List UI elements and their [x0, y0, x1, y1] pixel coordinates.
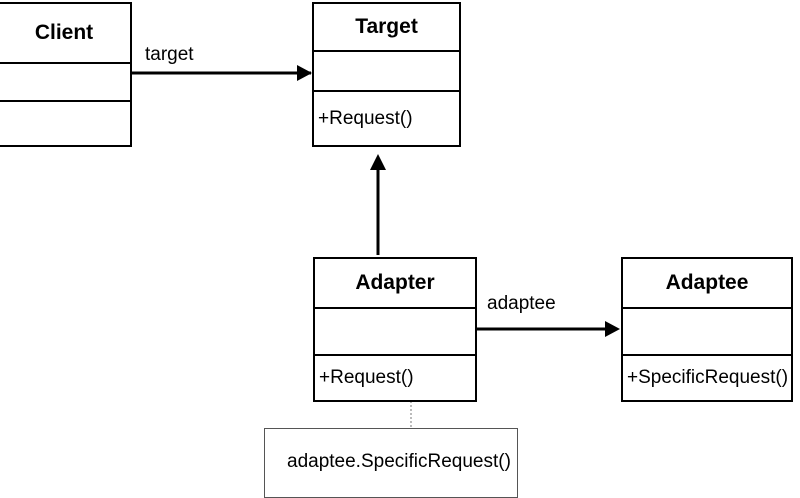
class-name: Target — [355, 15, 418, 38]
operation-request: +Request() — [319, 367, 414, 388]
arrowhead-adapter-target — [370, 154, 386, 170]
association-label-adaptee: adaptee — [487, 293, 556, 314]
operations-compartment: +SpecificRequest() — [623, 354, 791, 400]
attributes-compartment — [623, 307, 791, 354]
class-name: Adapter — [355, 271, 435, 294]
attributes-compartment — [315, 307, 475, 354]
implementation-note[interactable]: adaptee.SpecificRequest() — [264, 428, 518, 498]
arrowhead-adapter-adaptee — [605, 321, 620, 337]
association-label-target: target — [145, 44, 194, 65]
class-name: Adaptee — [665, 271, 749, 294]
class-client[interactable]: Client — [0, 2, 132, 147]
operations-compartment: +Request() — [315, 354, 475, 400]
class-target[interactable]: Target +Request() — [312, 2, 461, 147]
class-name: Client — [34, 21, 94, 44]
operations-compartment — [0, 100, 130, 145]
class-adaptee[interactable]: Adaptee +SpecificRequest() — [621, 257, 793, 402]
operations-compartment: +Request() — [314, 90, 459, 145]
arrowhead-client-target — [297, 65, 312, 81]
note-text: adaptee.SpecificRequest() — [287, 451, 511, 472]
attributes-compartment — [0, 62, 130, 100]
attributes-compartment — [314, 50, 459, 90]
operation-specific-request: +SpecificRequest() — [627, 367, 789, 388]
operation-request: +Request() — [318, 107, 413, 129]
class-adapter[interactable]: Adapter +Request() — [313, 257, 477, 402]
